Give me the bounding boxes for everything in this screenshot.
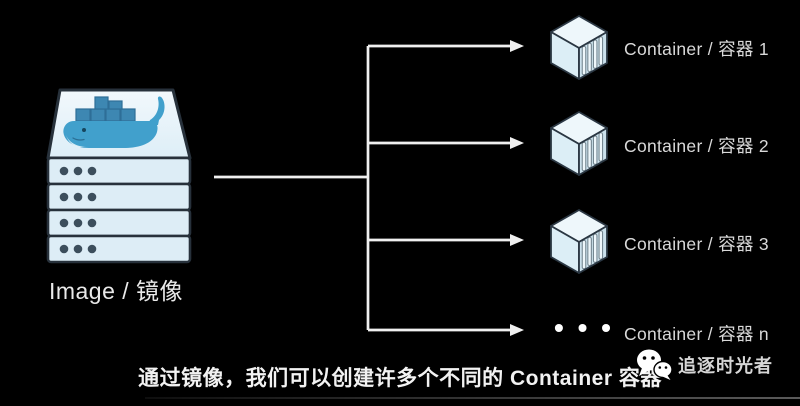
caption-text: 通过镜像，我们可以创建许多个不同的 Container 容器 bbox=[138, 367, 662, 390]
docker-whale-logo bbox=[63, 96, 165, 148]
watermark: 追逐时光者 bbox=[636, 349, 773, 380]
container-label-n: Container / 容器 n bbox=[624, 324, 769, 344]
container-cube-icon bbox=[548, 110, 610, 176]
image-node-label: Image / 镜像 bbox=[48, 278, 184, 304]
ellipsis-icon: • • • bbox=[554, 312, 614, 343]
container-label-3: Container / 容器 3 bbox=[624, 234, 769, 254]
layer-dots bbox=[59, 166, 97, 254]
watermark-divider bbox=[145, 397, 800, 399]
docker-image-stack-icon bbox=[46, 88, 192, 264]
watermark-name: 追逐时光者 bbox=[678, 355, 773, 376]
container-label-2: Container / 容器 2 bbox=[624, 136, 769, 156]
container-cube-icon bbox=[548, 208, 610, 274]
container-label-1: Container / 容器 1 bbox=[624, 39, 769, 59]
wechat-icon bbox=[637, 349, 673, 380]
container-cube-icon bbox=[548, 14, 610, 80]
